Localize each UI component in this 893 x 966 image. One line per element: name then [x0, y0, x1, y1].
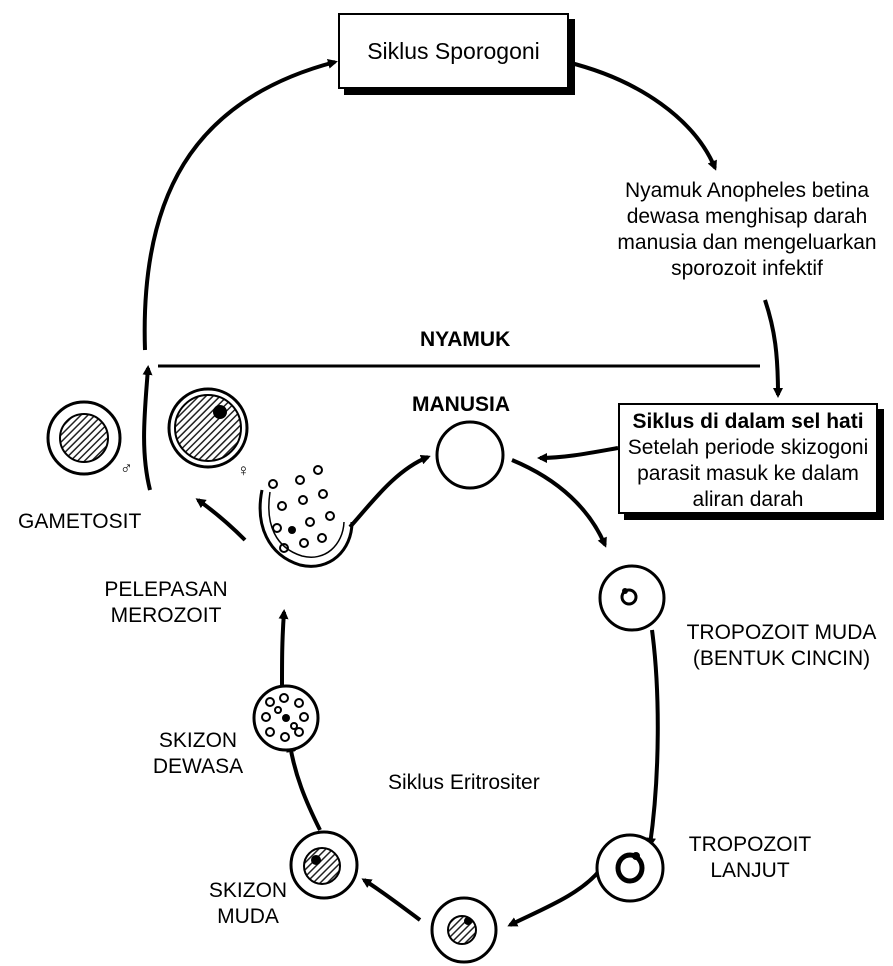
mature-schizont-label: SKIZON DEWASA [140, 728, 256, 780]
young-trophozoite-line: (BENTUK CINCIN) [674, 646, 889, 672]
red-blood-cell [437, 422, 503, 488]
arrow-to-sporogony [145, 62, 335, 350]
mosquito-host-label: NYAMUK [420, 327, 510, 353]
arrow-merozoite-to-gametocyte [198, 500, 245, 540]
female-gametocyte-cell [169, 389, 247, 467]
arrow-young-schizont-to-mature [290, 745, 320, 830]
mature-schizont-cell [254, 686, 318, 750]
mosquito-bite-line: Nyamuk Anopheles betina [606, 178, 888, 204]
arrow-release-to-rbc [350, 457, 428, 527]
arrow-bottom-to-young-schizont [364, 880, 420, 920]
mature-schizont-line: SKIZON [140, 728, 256, 754]
late-trophozoite-line: LANJUT [675, 858, 825, 884]
male-gametocyte-cell [48, 402, 120, 474]
gametocyte-label: GAMETOSIT [18, 509, 141, 535]
arrow-rbc-to-young-trophozoite [512, 460, 605, 545]
young-schizont-line: MUDA [200, 904, 296, 930]
arrow-gametocyte-to-mosquito [144, 368, 150, 490]
arrow-liver-to-blood [540, 448, 618, 458]
liver-cycle-title: Siklus di dalam sel hati [620, 409, 876, 435]
liver-cycle-line: aliran darah [620, 487, 876, 513]
arrow-young-to-late-trophozoite [650, 630, 658, 845]
male-symbol: ♂ [120, 456, 133, 482]
mature-schizont-line: DEWASA [140, 754, 256, 780]
sporogony-title: Siklus Sporogoni [367, 38, 540, 65]
early-schizont-cell [432, 898, 496, 962]
late-trophozoite-label: TROPOZOIT LANJUT [675, 832, 825, 884]
sporogony-box: Siklus Sporogoni [338, 13, 569, 89]
arrow-mature-schizont-to-release [282, 612, 284, 685]
merozoite-release-label: PELEPASAN MEROZOIT [88, 577, 244, 629]
young-trophozoite-cell [600, 566, 664, 630]
human-host-label: MANUSIA [412, 392, 510, 418]
female-symbol: ♀ [237, 458, 250, 484]
young-schizont-cell [291, 832, 357, 898]
erythrocytic-cycle-label: Siklus Eritrositer [388, 770, 540, 796]
arrow-late-trophozoite-to-bottom [510, 870, 600, 925]
merozoite-release-line: PELEPASAN [88, 577, 244, 603]
liver-cycle-line: parasit masuk ke dalam [620, 461, 876, 487]
young-trophozoite-line: TROPOZOIT MUDA [674, 620, 889, 646]
merozoite-release-cell [260, 466, 352, 566]
arrow-from-sporogony [567, 62, 715, 168]
merozoite-release-line: MEROZOIT [88, 603, 244, 629]
mosquito-bite-description: Nyamuk Anopheles betina dewasa menghisap… [606, 178, 888, 282]
liver-cycle-box: Siklus di dalam sel hati Setelah periode… [618, 403, 878, 514]
young-schizont-line: SKIZON [200, 878, 296, 904]
late-trophozoite-cell [597, 835, 663, 901]
mosquito-bite-line: dewasa menghisap darah [606, 204, 888, 230]
late-trophozoite-line: TROPOZOIT [675, 832, 825, 858]
mosquito-bite-line: sporozoit infektif [606, 256, 888, 282]
arrow-to-human [765, 300, 778, 395]
young-trophozoite-label: TROPOZOIT MUDA (BENTUK CINCIN) [674, 620, 889, 672]
mosquito-bite-line: manusia dan mengeluarkan [606, 230, 888, 256]
young-schizont-label: SKIZON MUDA [200, 878, 296, 930]
liver-cycle-line: Setelah periode skizogoni [620, 435, 876, 461]
